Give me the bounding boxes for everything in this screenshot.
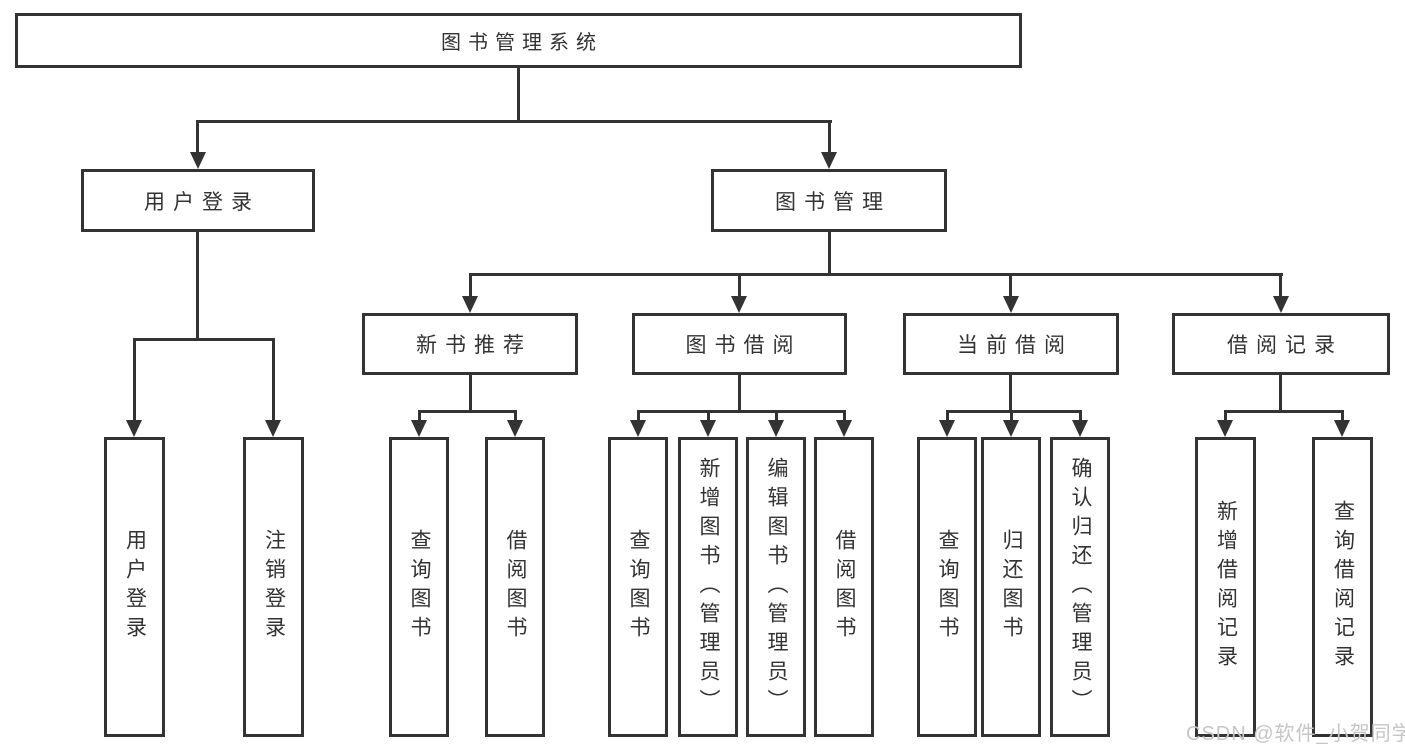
- connector-line: [196, 120, 199, 153]
- leaf-label: 确认归还（管理员）: [1069, 456, 1093, 718]
- arrow-down-icon: [1003, 296, 1019, 313]
- node-label: 当前借阅: [957, 334, 1073, 357]
- arrow-down-icon: [836, 420, 852, 437]
- leaf-label: 用户登录: [123, 529, 147, 645]
- node-label: 图书借阅: [685, 334, 802, 357]
- arrow-down-icon: [1217, 420, 1233, 437]
- leaf-label: 新增图书（管理员）: [697, 456, 721, 718]
- leaf-label: 归还图书: [1000, 529, 1024, 645]
- connector-line: [1009, 375, 1012, 413]
- connector-line: [707, 410, 710, 422]
- node-new-book-recommend: 新书推荐: [362, 313, 578, 375]
- connector-line: [1224, 410, 1344, 413]
- watermark: CSDN @软件_小贺同学: [1186, 723, 1405, 745]
- connector-line: [946, 410, 1082, 413]
- arrow-down-icon: [1334, 420, 1350, 437]
- leaf-label: 借阅图书: [833, 529, 857, 645]
- connector-line: [469, 273, 1283, 276]
- node-label: 用户登录: [144, 190, 260, 214]
- connector-line: [946, 410, 949, 422]
- leaf-label: 查询图书: [936, 529, 960, 645]
- connector-line: [469, 375, 472, 413]
- leaf-query-borrow-record: 查询借阅记录: [1312, 437, 1373, 737]
- arrow-down-icon: [1273, 296, 1289, 313]
- connector-line: [133, 338, 136, 421]
- arrow-down-icon: [1072, 420, 1088, 437]
- connector-line: [738, 375, 741, 413]
- connector-line: [1279, 375, 1282, 413]
- leaf-query-books-recommend: 查询图书: [389, 437, 449, 737]
- connector-line: [1279, 273, 1282, 299]
- leaf-add-borrow-record: 新增借阅记录: [1195, 437, 1256, 737]
- arrow-down-icon: [462, 296, 478, 313]
- connector-line: [133, 338, 275, 341]
- connector-line: [1341, 410, 1344, 422]
- arrow-down-icon: [630, 420, 646, 437]
- leaf-edit-book-admin: 编辑图书（管理员）: [746, 437, 806, 737]
- node-user-login: 用户登录: [81, 169, 315, 232]
- leaf-label: 新增借阅记录: [1214, 500, 1238, 674]
- connector-line: [196, 120, 832, 123]
- arrow-down-icon: [939, 420, 955, 437]
- leaf-user-login: 用户登录: [104, 437, 165, 737]
- leaf-add-book-admin: 新增图书（管理员）: [678, 437, 738, 737]
- node-book-borrowing: 图书借阅: [632, 313, 847, 375]
- connector-line: [843, 410, 846, 422]
- leaf-borrow-books-borrowing: 借阅图书: [814, 437, 874, 737]
- leaf-borrow-books-recommend: 借阅图书: [485, 437, 545, 737]
- arrow-down-icon: [821, 152, 837, 169]
- arrow-down-icon: [265, 420, 281, 437]
- leaf-label: 查询借阅记录: [1331, 500, 1355, 674]
- arrow-down-icon: [768, 420, 784, 437]
- leaf-label: 查询图书: [627, 529, 651, 645]
- arrow-down-icon: [700, 420, 716, 437]
- node-label: 新书推荐: [416, 334, 532, 357]
- node-label: 图书管理系统: [441, 32, 603, 54]
- node-current-borrowing: 当前借阅: [903, 313, 1119, 375]
- connector-line: [1009, 273, 1012, 299]
- arrow-down-icon: [126, 420, 142, 437]
- connector-line: [775, 410, 778, 422]
- connector-line: [1224, 410, 1227, 422]
- node-label: 图书管理: [775, 190, 891, 214]
- node-book-management: 图书管理: [711, 169, 947, 232]
- arrow-down-icon: [1003, 420, 1019, 437]
- leaf-return-book: 归还图书: [981, 437, 1041, 737]
- connector-line: [828, 120, 831, 153]
- connector-line: [196, 232, 199, 341]
- leaf-label: 注销登录: [262, 529, 286, 645]
- connector-line: [1079, 410, 1082, 422]
- connector-line: [738, 273, 741, 299]
- connector-line: [469, 273, 472, 299]
- arrow-down-icon: [731, 296, 747, 313]
- arrow-down-icon: [190, 152, 206, 169]
- node-root: 图书管理系统: [15, 13, 1022, 68]
- leaf-confirm-return-admin: 确认归还（管理员）: [1050, 437, 1110, 737]
- leaf-logout-login: 注销登录: [243, 437, 304, 737]
- connector-line: [828, 232, 831, 276]
- arrow-down-icon: [507, 420, 523, 437]
- leaf-label: 借阅图书: [504, 529, 528, 645]
- node-label: 借阅记录: [1227, 334, 1343, 357]
- leaf-label: 编辑图书（管理员）: [765, 456, 789, 718]
- arrow-down-icon: [411, 420, 427, 437]
- connector-line: [418, 410, 516, 413]
- connector-line: [637, 410, 846, 413]
- leaf-label: 查询图书: [408, 529, 432, 645]
- connector-line: [637, 410, 640, 422]
- connector-line: [1010, 410, 1013, 422]
- connector-line: [517, 68, 520, 123]
- leaf-query-books-borrowing: 查询图书: [608, 437, 668, 737]
- connector-line: [418, 410, 421, 422]
- connector-line: [514, 410, 517, 422]
- leaf-query-books-current: 查询图书: [917, 437, 977, 737]
- connector-line: [272, 338, 275, 421]
- node-borrowing-records: 借阅记录: [1172, 313, 1390, 375]
